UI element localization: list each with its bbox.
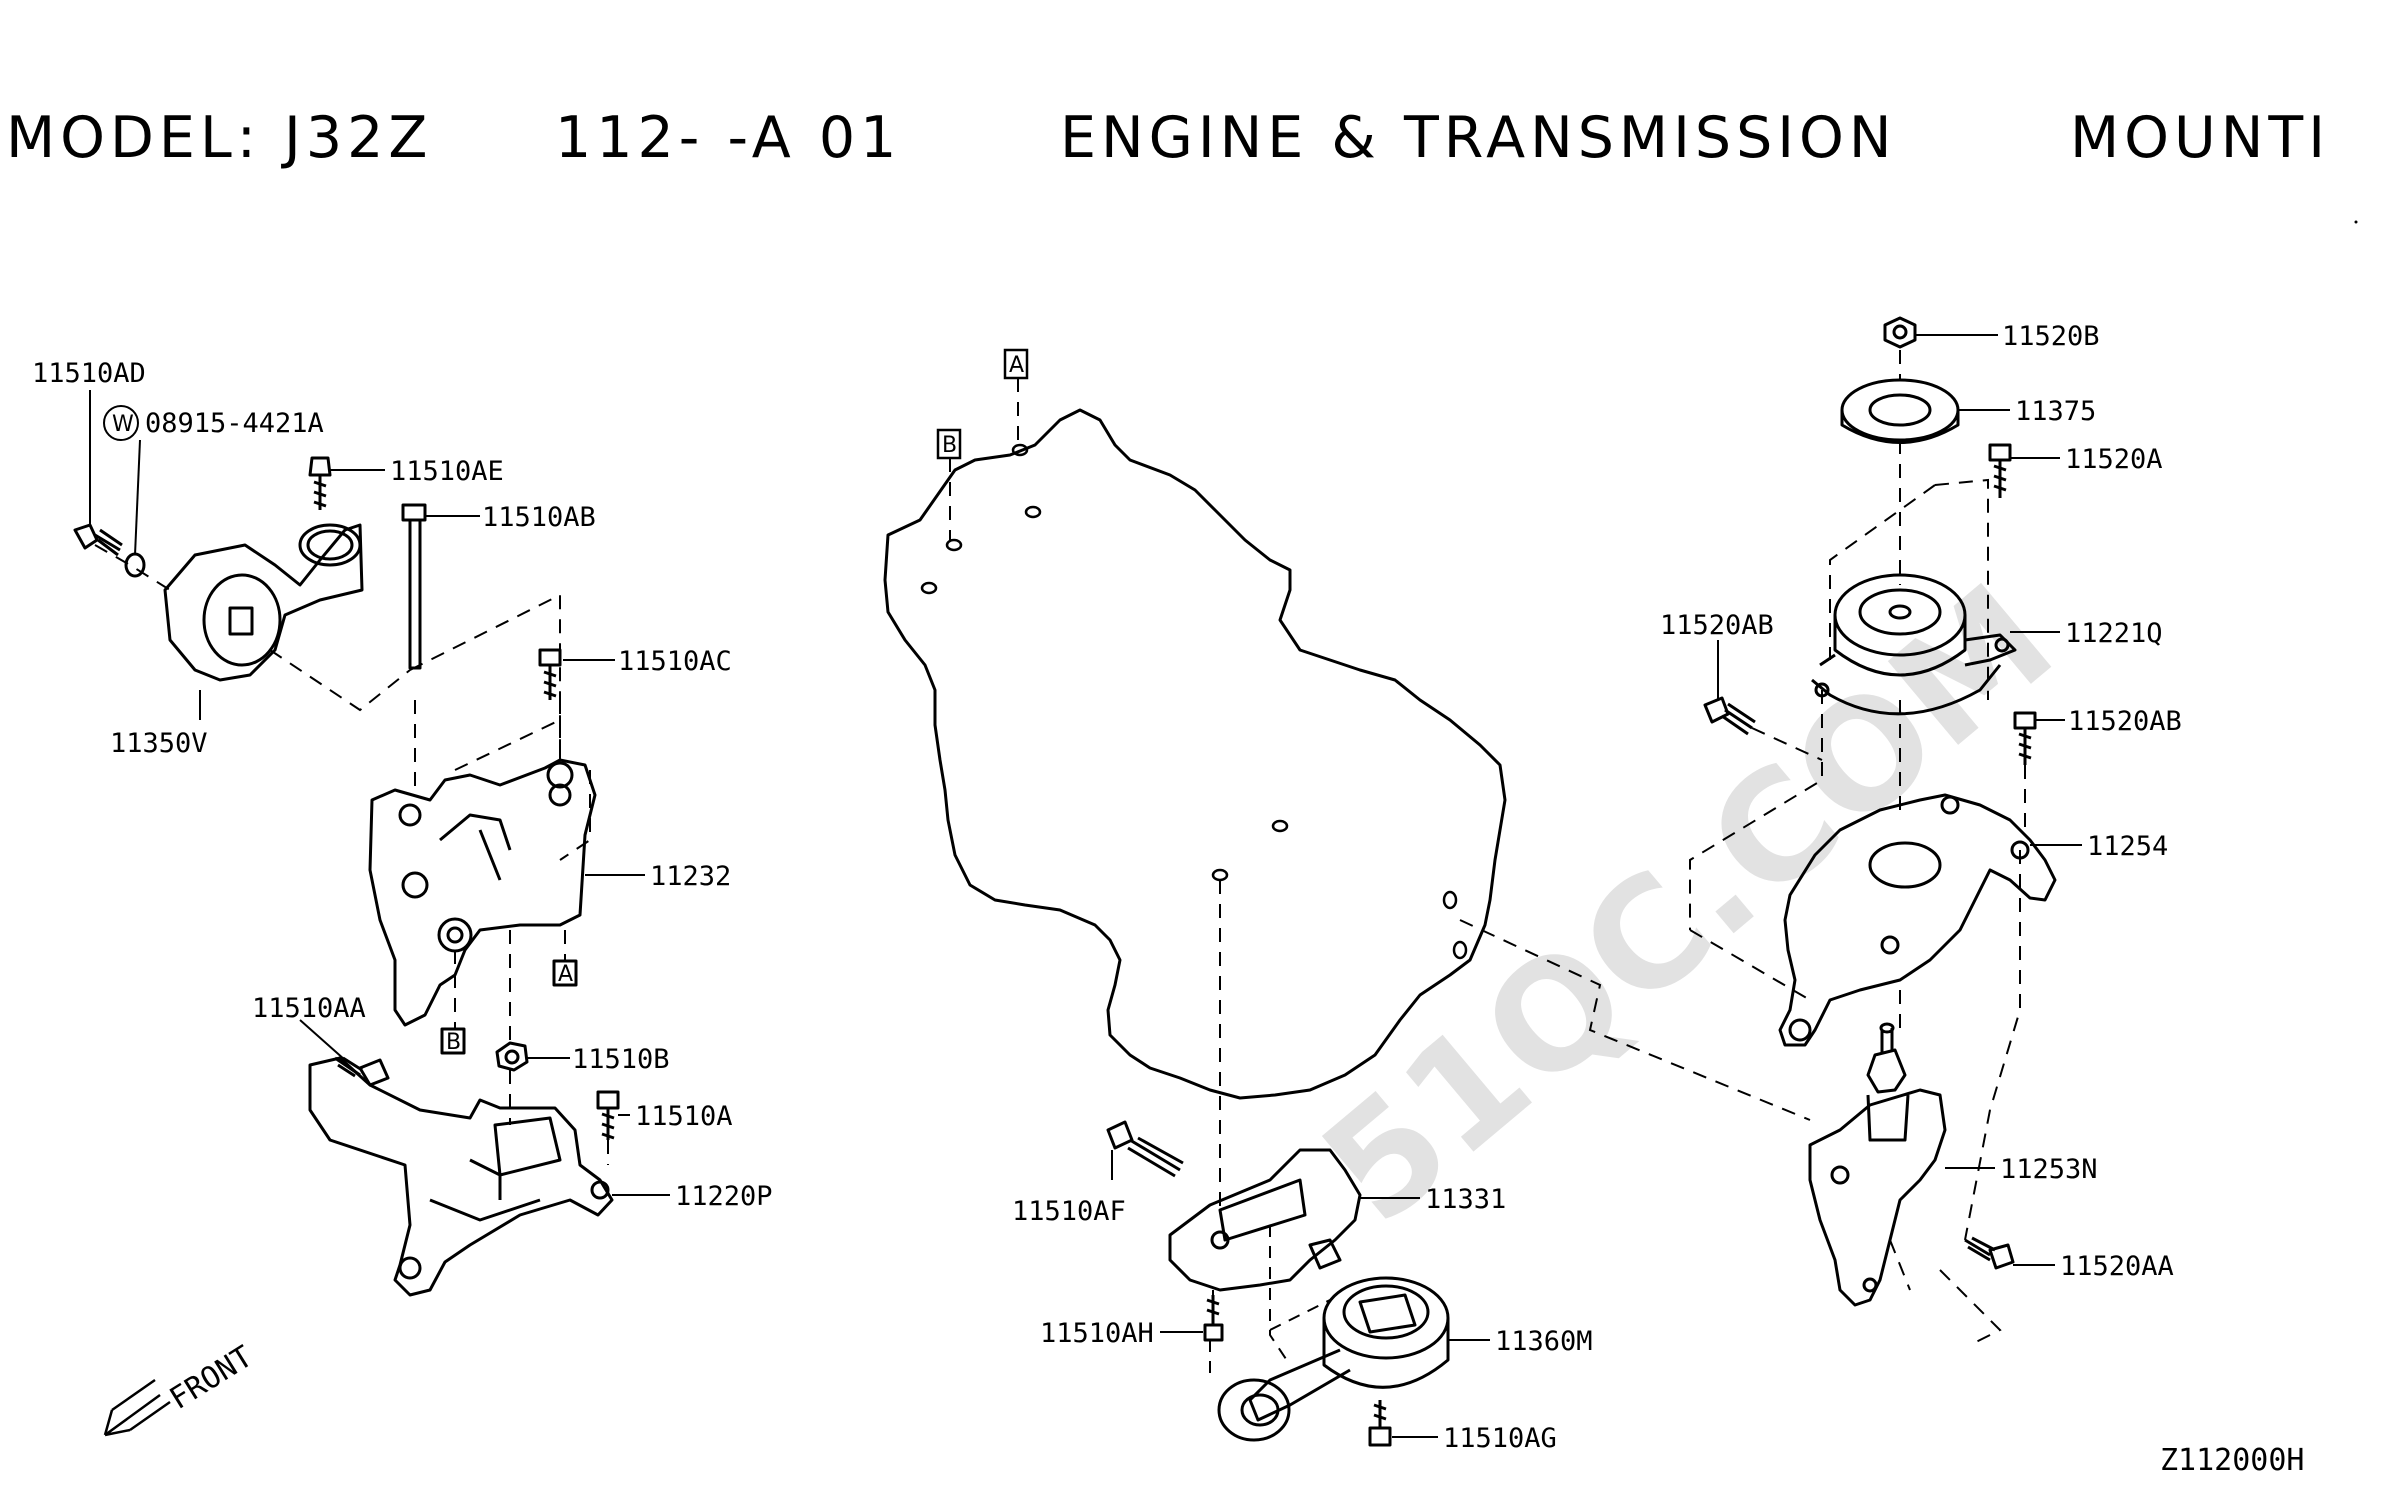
insulator-11221q [1811,573,2017,716]
label-11510b: 11510B [572,1044,670,1075]
bracket-11331 [1168,1148,1362,1292]
ref-box-b-left [440,1027,466,1055]
label-11510ad: 11510AD [32,358,146,389]
label-11221q: 11221Q [2065,618,2163,649]
front-arrow-icon [103,1378,171,1437]
engine-mount-11350v [163,523,364,682]
title-code: 112- -A 01 [555,105,902,171]
bolt-11510ah [1203,1295,1224,1342]
label-11510ag: 11510AG [1443,1423,1557,1454]
label-11220p: 11220P [675,1181,773,1212]
label-11520b: 11520B [2002,321,2100,352]
label-08915-4421a: 08915-4421A [145,408,324,439]
label-11360m: 11360M [1495,1326,1593,1357]
label-11510ah: 11510AH [1040,1318,1154,1349]
stud-11510ab [401,503,427,670]
bracket-11253n [1808,1022,1947,1307]
title-model: MODEL: J32Z [6,105,433,171]
front-label: FRONT [164,1339,259,1417]
nut-11510b [495,1041,529,1072]
ref-box-a-left [552,959,578,987]
label-11350v: 11350V [110,728,208,759]
label-11232: 11232 [650,861,731,892]
leader-11510aa [299,1019,346,1061]
label-11520ab-right: 11520AB [2068,706,2182,737]
ref-label-a-center: A [1009,353,1024,378]
leader-08915 [134,439,141,556]
diagram-code: Z112000H [2160,1443,2305,1478]
label-11510ab: 11510AB [482,502,596,533]
label-11331: 11331 [1425,1184,1506,1215]
title-group: MOUNTI [2070,105,2331,171]
bolt-11520aa [1964,1236,2015,1270]
label-11520ab-left: 11520AB [1660,610,1774,641]
bracket-11254 [1778,793,2057,1047]
bolt-11520ab-right [2013,711,2037,765]
bolt-11520a [1988,443,2012,498]
bolt-11510ad [73,523,123,557]
label-11375: 11375 [2015,396,2096,427]
bolt-11510af [1106,1120,1184,1178]
label-11253n: 11253N [2000,1154,2098,1185]
label-11510af: 11510AF [1012,1196,1126,1227]
bolt-11510a [596,1090,620,1140]
stray-dot [2354,220,2358,224]
bolt-11520ab-left [1703,696,1756,736]
ref-label-b-center: B [942,433,957,458]
nut-11520b [1883,316,1917,349]
diagram-title: MODEL: J32Z 112- -A 01 ENGINE & TRANSMIS… [0,98,2360,178]
label-11510a: 11510A [635,1101,733,1132]
label-11520a: 11520A [2065,444,2163,475]
ref-label-a-left: A [558,962,573,987]
transmission-mount-11220p [308,1056,614,1297]
label-11510aa: 11510AA [252,993,366,1024]
engine-block-outline [883,408,1507,1100]
ref-label-b-left: B [446,1030,461,1055]
label-11520aa: 11520AA [2060,1251,2174,1282]
label-11510ac: 11510AC [618,646,732,677]
bolt-11510ae [308,456,332,510]
label-11254: 11254 [2087,831,2168,862]
title-section: ENGINE & TRANSMISSION [1060,105,1897,171]
label-11510ae: 11510AE [390,456,504,487]
bolt-11510ac [538,648,562,700]
washer-11375 [1840,378,1960,444]
ref-box-a-center [1003,348,1029,380]
washer-symbol-circle [103,405,139,441]
watermark: 51QC.COM [1291,552,2085,1257]
washer-symbol: W [112,412,134,437]
torque-rod-11360m [1217,1276,1450,1442]
front-direction-indicator: FRONT [103,1339,259,1437]
bolt-11510ag [1368,1400,1392,1447]
